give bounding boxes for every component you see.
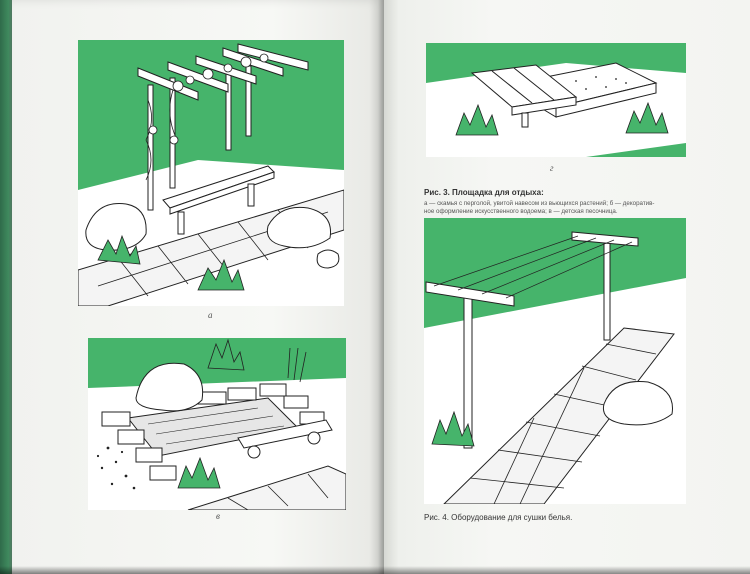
figure-letter-g: г xyxy=(550,163,554,173)
pergola-bench-illustration xyxy=(78,40,344,306)
figure-letter-v: в xyxy=(216,511,220,521)
sandbox-illustration xyxy=(426,43,686,157)
figure-sandbox: г xyxy=(426,43,686,173)
decorative-pond-illustration xyxy=(88,338,346,510)
fig3-caption-line1: а — скамья с перголой, увитой навесом из… xyxy=(424,200,655,207)
fig3-caption-title: Рис. 3. Площадка для отдыха: xyxy=(424,188,544,197)
figure-decorative-pond: в xyxy=(88,338,346,521)
fig4-caption-title: Рис. 4. Оборудование для сушки белья. xyxy=(424,513,573,522)
cover-edge xyxy=(0,0,14,574)
right-page: г Рис. 3. Площадка для отдыха: а — скамь… xyxy=(384,0,750,574)
bottom-shadow xyxy=(0,566,750,574)
figure-clothes-drying xyxy=(424,218,686,504)
figure-letter-a: а xyxy=(208,310,213,320)
fig3-caption-line2: ное оформление искусственного водоема; в… xyxy=(424,208,618,215)
clothes-drying-illustration xyxy=(424,218,686,504)
figure-pergola-bench: а xyxy=(78,40,344,320)
left-page: а xyxy=(12,0,384,574)
